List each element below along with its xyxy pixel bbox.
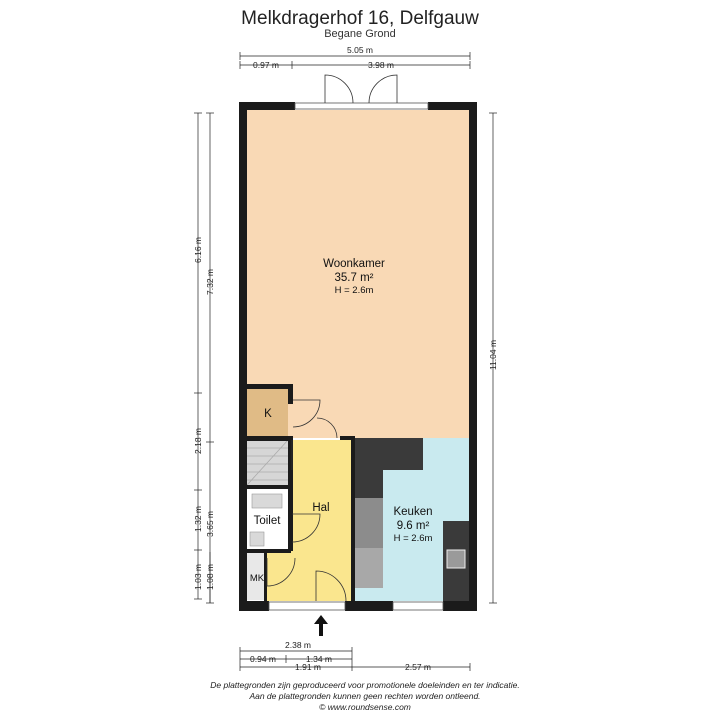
kast-label: K <box>264 408 272 420</box>
dim-left-hal: 3.65 m <box>205 511 215 537</box>
woonkamer-label: Woonkamer 35.7 m² H = 2.6m <box>323 258 385 296</box>
footer-copyright: © www.roundsense.com <box>319 702 411 712</box>
mk-label: MK <box>250 573 265 584</box>
toilet-fixture <box>249 493 283 547</box>
stairs <box>246 439 289 486</box>
dim-left-mk-inner: 1.03 m <box>193 564 203 590</box>
right-dimensions: 11.04 m <box>488 112 498 604</box>
dim-bottom-a: 0.94 m <box>250 654 276 664</box>
woonkamer-fill <box>247 110 469 438</box>
left-dimensions: 6.16 m 7.32 m 2.18 m 1.32 m 3.65 m 1.03 … <box>193 112 215 604</box>
toilet-label: Toilet <box>254 515 282 527</box>
footer-disclaimer-2: Aan de plattegronden kunnen geen rechten… <box>248 691 480 701</box>
dim-left-toilet: 1.32 m <box>193 506 203 532</box>
dim-bottom-hal: 2.38 m <box>285 640 311 650</box>
dim-left-woon-outer: 7.32 m <box>205 269 215 295</box>
kast-fill <box>247 388 288 438</box>
mk-fill <box>247 553 265 600</box>
dim-left-k: 2.18 m <box>193 428 203 454</box>
hal-lower-fill <box>266 552 353 601</box>
dim-bottom-d: 2.57 m <box>405 662 431 672</box>
keuken-area: 9.6 m² <box>397 520 430 532</box>
top-dimensions: 5.05 m 0.97 m 3.98 m <box>239 45 471 70</box>
floor-subtitle: Begane Grond <box>324 28 396 40</box>
dim-top-left: 0.97 m <box>253 60 279 70</box>
keuken-name: Keuken <box>393 506 432 518</box>
windows <box>268 102 444 611</box>
keuken-label: Keuken 9.6 m² H = 2.6m <box>393 506 432 544</box>
dim-bottom-c: 1.91 m <box>295 662 321 672</box>
page-title: Melkdragerhof 16, Delfgauw <box>241 8 479 29</box>
walls <box>239 102 477 611</box>
hal-label: Hal <box>312 502 329 514</box>
doors <box>266 74 398 602</box>
woonkamer-name: Woonkamer <box>323 258 385 270</box>
bottom-dimensions: 2.38 m 0.94 m 1.34 m 1.91 m 2.57 m <box>239 640 471 672</box>
dim-left-woon-inner: 6.16 m <box>193 237 203 263</box>
dim-left-mk-outer: 1.08 m <box>205 564 215 590</box>
dim-top-right: 3.98 m <box>368 60 394 70</box>
dim-top-total: 5.05 m <box>347 45 373 55</box>
dim-right-total: 11.04 m <box>488 340 498 370</box>
dim-bottom-b: 1.34 m <box>306 654 332 664</box>
kitchen-counters <box>355 438 469 601</box>
keuken-height: H = 2.6m <box>394 533 433 544</box>
woonkamer-height: H = 2.6m <box>335 285 374 296</box>
entrance-arrow-icon <box>314 615 328 636</box>
woonkamer-area: 35.7 m² <box>335 272 374 284</box>
footer-disclaimer-1: De plattegronden zijn geproduceerd voor … <box>210 680 520 690</box>
